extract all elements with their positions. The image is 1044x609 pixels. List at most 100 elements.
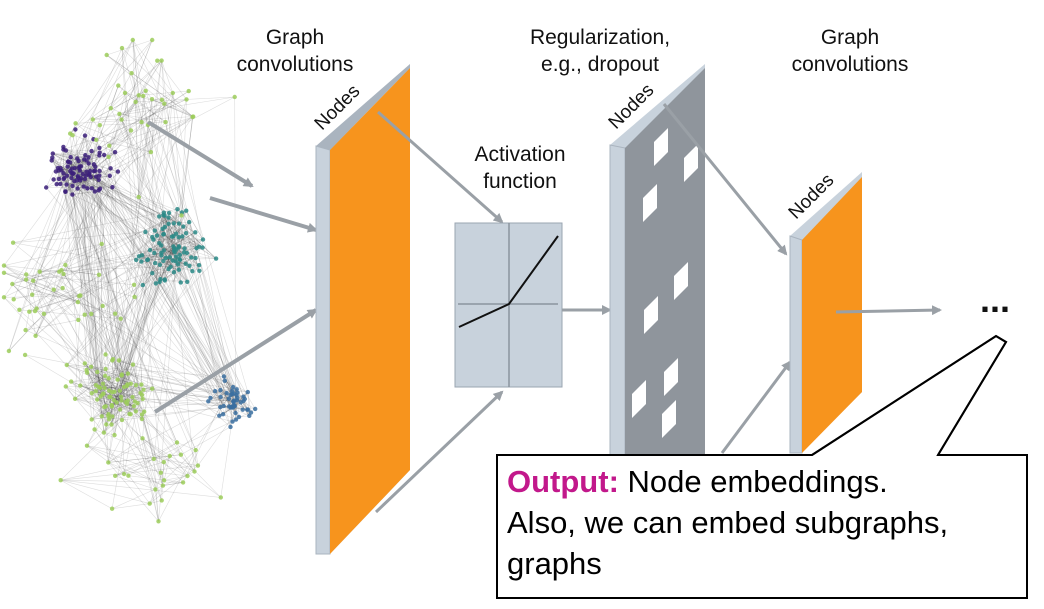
network-node (180, 234, 185, 239)
network-node (179, 213, 184, 218)
network-node (34, 306, 39, 311)
network-node (103, 366, 108, 372)
network-node (119, 373, 124, 378)
network-node (163, 255, 169, 260)
network-node (139, 412, 145, 417)
network-node (235, 390, 240, 395)
network-node (136, 194, 141, 200)
network-node (82, 361, 88, 366)
network-node (83, 173, 89, 178)
network-node (1, 263, 7, 268)
network-node (58, 181, 63, 187)
network-node (92, 427, 97, 432)
network-node (185, 279, 190, 284)
network-node (242, 396, 247, 402)
network-node (166, 266, 171, 272)
network-node (212, 389, 218, 394)
network-node (97, 150, 102, 155)
network-node (233, 410, 238, 416)
network-node (158, 277, 163, 282)
network-node (78, 383, 83, 388)
network-node (106, 154, 111, 160)
network-node (69, 379, 74, 384)
network-node (159, 498, 164, 503)
network-node (220, 412, 226, 417)
network-node (118, 394, 124, 399)
network-node (102, 385, 107, 391)
network-node (106, 376, 111, 381)
network-node (82, 133, 88, 138)
network-node (112, 432, 117, 438)
network-node (61, 176, 66, 182)
network-node (245, 407, 251, 412)
network-node (186, 88, 191, 94)
network-node (169, 234, 175, 239)
activation-label: Activation function (474, 143, 566, 193)
network-node (152, 250, 157, 256)
network-node (162, 277, 167, 282)
network-node (17, 307, 22, 312)
dropout-holes (632, 128, 698, 438)
network-node (30, 292, 35, 297)
network-node (27, 309, 32, 314)
network-node (100, 303, 105, 309)
network-node (122, 90, 128, 96)
network-node (89, 391, 95, 396)
network-node (116, 358, 122, 363)
network-node (182, 246, 187, 251)
network-node (176, 221, 182, 226)
network-node (183, 231, 189, 236)
network-node (157, 214, 162, 219)
network-node (54, 182, 59, 187)
network-node (64, 362, 70, 368)
graph-conv-label-1: Graph convolutions (236, 26, 354, 76)
network-node (96, 177, 101, 182)
network-node (109, 506, 115, 511)
network-node (50, 155, 55, 160)
network-node (100, 381, 106, 386)
network-node (89, 417, 94, 422)
network-node (86, 155, 91, 160)
network-node (82, 157, 87, 162)
activation-function-box (454, 222, 563, 388)
network-node (24, 272, 29, 277)
network-node (31, 278, 36, 283)
network-node (90, 117, 96, 122)
network-node (73, 127, 78, 132)
network-node (178, 452, 184, 457)
network-node (107, 173, 113, 178)
network-node (231, 391, 236, 396)
network-node (83, 153, 88, 158)
network-node (136, 254, 142, 259)
network-node (110, 185, 115, 190)
network-node (70, 183, 75, 189)
network-node (136, 93, 141, 98)
network-node (108, 394, 113, 400)
network-node (152, 228, 157, 233)
network-node (173, 259, 178, 264)
network-nodes (1, 37, 258, 524)
network-node (167, 255, 172, 260)
network-node (110, 414, 115, 419)
network-node (143, 229, 148, 235)
network-node (181, 224, 186, 229)
network-node (184, 208, 189, 213)
network-node (68, 131, 73, 136)
network-edges (3, 39, 256, 522)
network-node (131, 282, 137, 287)
network-node (125, 382, 130, 387)
network-node (166, 221, 171, 226)
network-node (86, 161, 91, 166)
network-node (171, 270, 177, 275)
callout-line-1: Node embeddings. (627, 464, 888, 499)
network-node (63, 189, 68, 194)
network-node (218, 387, 223, 393)
network-node (60, 285, 65, 291)
callout-line-3: graphs (507, 546, 602, 581)
network-node (153, 281, 159, 286)
network-node (193, 255, 198, 261)
ellipsis: ... (980, 279, 1010, 320)
network-node (1, 295, 7, 300)
network-node (89, 186, 95, 191)
